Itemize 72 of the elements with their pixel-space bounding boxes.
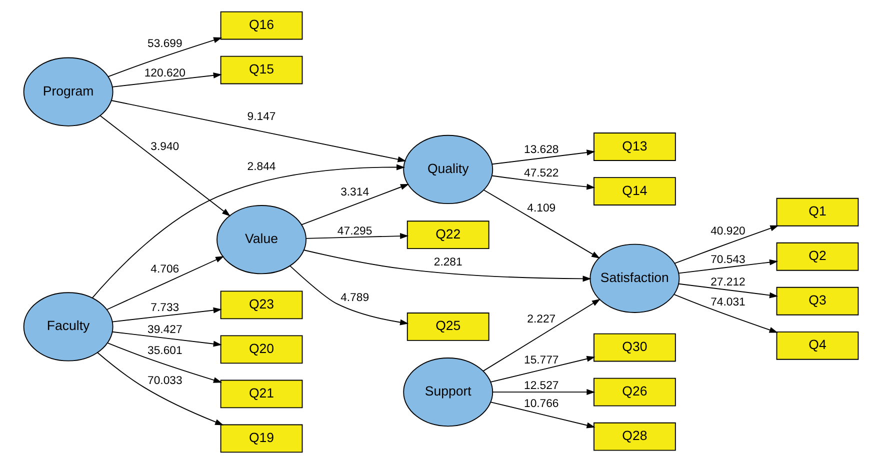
node-box: Q25 [406,312,489,341]
edge-label: 47.522 [524,168,558,180]
edge-label: 70.033 [147,375,182,388]
node-ellipse: Program [22,57,113,126]
arrow [106,256,224,310]
node-box: Q3 [776,286,858,316]
node-ellipse: Faculty [22,292,113,362]
node-box: Q13 [592,132,676,161]
edge-label: 120.620 [144,67,185,80]
node-box: Q15 [220,56,302,84]
edge-label: 3.314 [340,186,369,199]
arrow [289,266,408,326]
arrow [305,233,408,240]
node-box: Q4 [776,331,858,360]
node-box: Q1 [776,198,858,226]
arrow [96,352,224,426]
arrow [490,402,595,428]
edge-label: 12.527 [524,380,558,392]
edge-label: 4.789 [340,292,369,304]
arrow [99,115,230,216]
arrow [492,389,595,396]
edge-label: 3.940 [150,141,179,154]
edge-label: 13.628 [524,144,558,156]
edge-label: 7.733 [150,302,179,314]
arrow [674,225,778,264]
arrow [678,259,778,274]
edge-label: 10.766 [524,398,558,410]
node-box: Q28 [592,422,676,451]
arrow [106,342,222,383]
node-box: Q2 [776,242,858,271]
edge-label: 40.920 [710,225,745,238]
node-ellipse: Value [216,205,306,274]
edge-label: 15.777 [524,354,558,366]
arrow [490,356,595,382]
edge-label: 47.295 [336,225,372,238]
node-ellipse: Support [402,358,493,427]
arrow [303,250,591,282]
node-box: Q20 [220,335,302,364]
node-box: Q22 [406,220,489,250]
arrow [673,294,778,333]
arrow [482,298,600,372]
node-box: Q23 [220,290,302,320]
edge-label: 53.699 [147,38,182,50]
edge-label: 35.601 [147,344,182,357]
edge-label: 9.147 [246,110,276,123]
edge-label: 2.844 [246,161,276,174]
node-box: Q19 [220,424,302,453]
edge-label: 39.427 [147,324,182,336]
arrow [678,283,778,298]
arrow [482,190,600,259]
edge-label: 4.109 [526,202,556,215]
node-box: Q26 [592,378,676,406]
arrow [111,331,222,347]
arrow [111,307,222,322]
arrow [107,37,222,78]
node-box: Q21 [220,380,302,408]
node-box: Q16 [220,11,302,40]
edge-label: 70.543 [710,254,745,266]
arrow [110,100,406,162]
arrow [491,150,595,165]
node-ellipse: Quality [402,134,493,204]
edge-label: 27.212 [710,276,745,289]
edge-label: 2.281 [433,256,462,269]
edge-label: 2.227 [526,314,556,326]
arrow [91,164,405,298]
edge-label: 74.031 [710,296,745,308]
arrow [300,184,409,226]
node-box: Q30 [592,333,676,362]
arrow [111,72,222,88]
edge-label: 4.706 [150,263,179,276]
node-box: Q14 [592,177,676,206]
arrow [491,175,595,190]
